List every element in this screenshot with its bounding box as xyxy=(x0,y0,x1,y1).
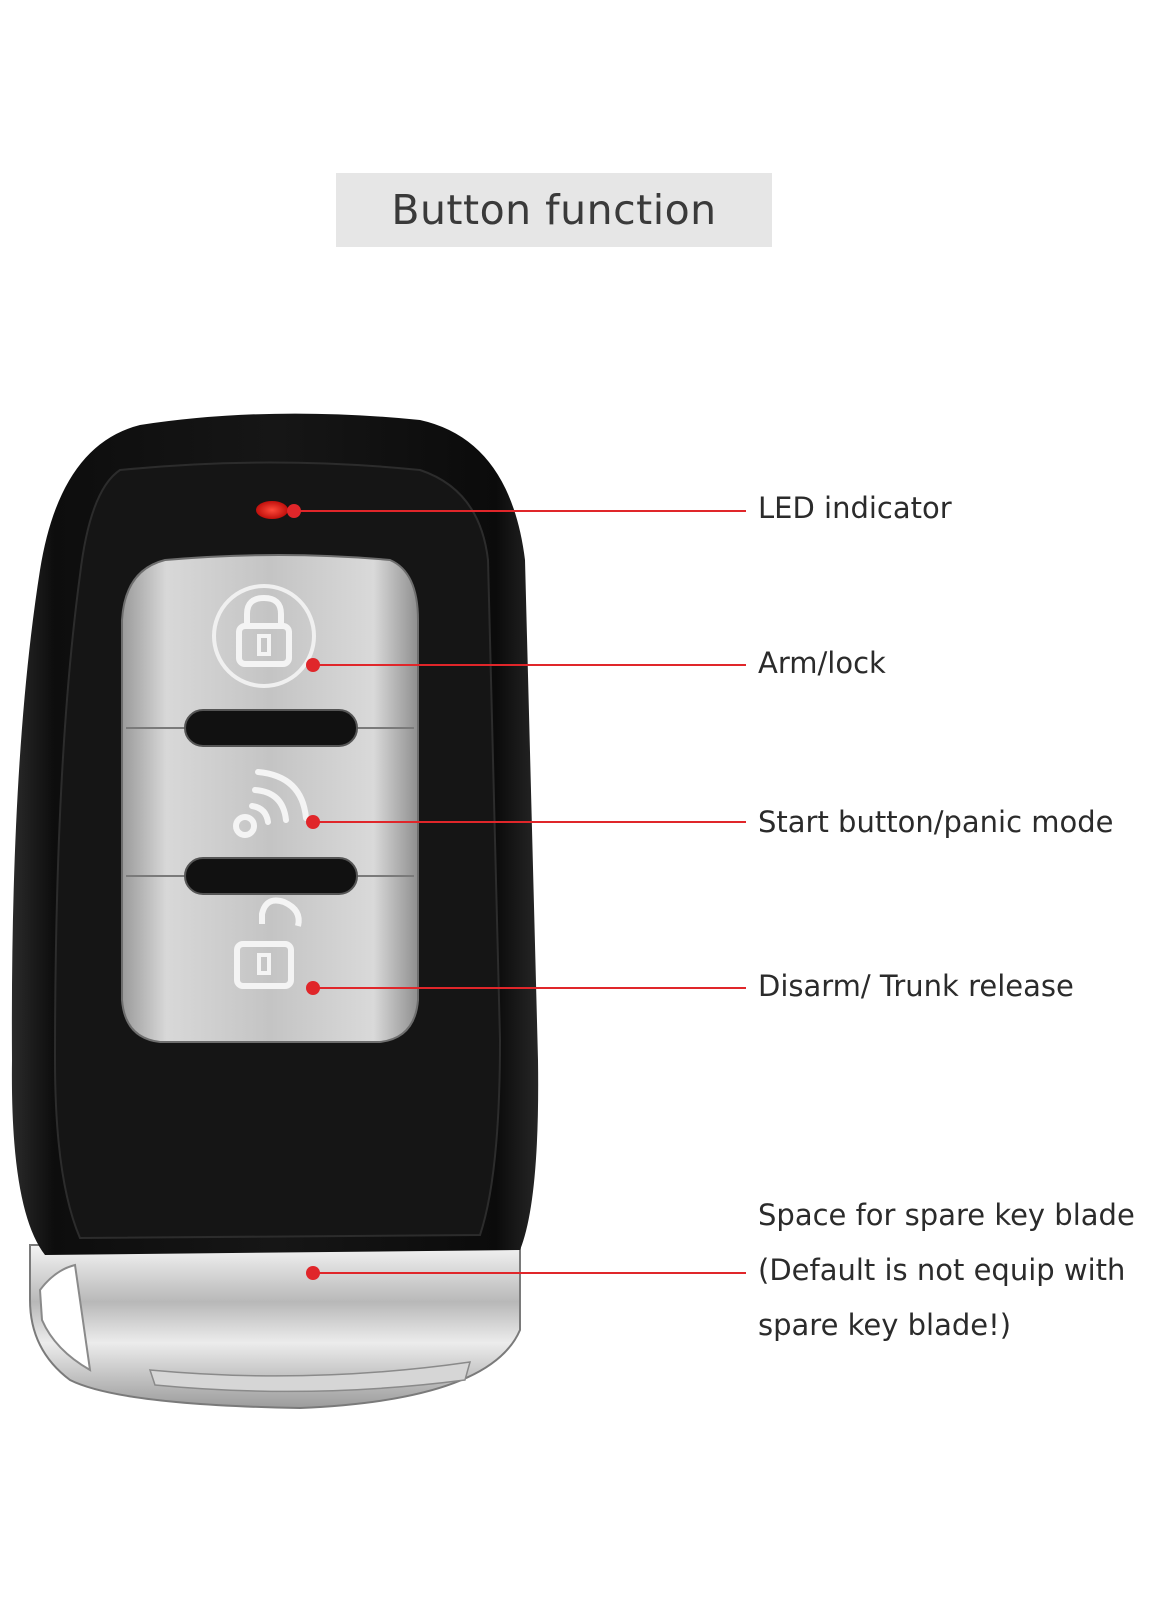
callout-lines xyxy=(294,510,746,1274)
callout-dots xyxy=(287,504,320,1280)
label-disarm-trunk: Disarm/ Trunk release xyxy=(758,969,1074,1003)
label-start-panic: Start button/panic mode xyxy=(758,805,1114,839)
button-panel xyxy=(121,554,419,1043)
chrome-tip xyxy=(29,1244,521,1410)
signal-icon xyxy=(233,769,309,838)
spare-line-2: (Default is not equip with xyxy=(758,1253,1126,1287)
spare-line-1: Space for spare key blade xyxy=(758,1198,1135,1232)
lock-icon xyxy=(212,584,316,688)
title-banner: Button function xyxy=(336,173,772,247)
unlock-icon xyxy=(234,897,302,989)
led-light xyxy=(256,501,288,519)
label-led-indicator: LED indicator xyxy=(758,491,952,525)
page-title: Button function xyxy=(391,186,717,234)
spare-line-3: spare key blade!) xyxy=(758,1308,1012,1342)
label-arm-lock: Arm/lock xyxy=(758,646,886,680)
label-spare-key-blade: Space for spare key blade (Default is no… xyxy=(758,1188,1135,1353)
